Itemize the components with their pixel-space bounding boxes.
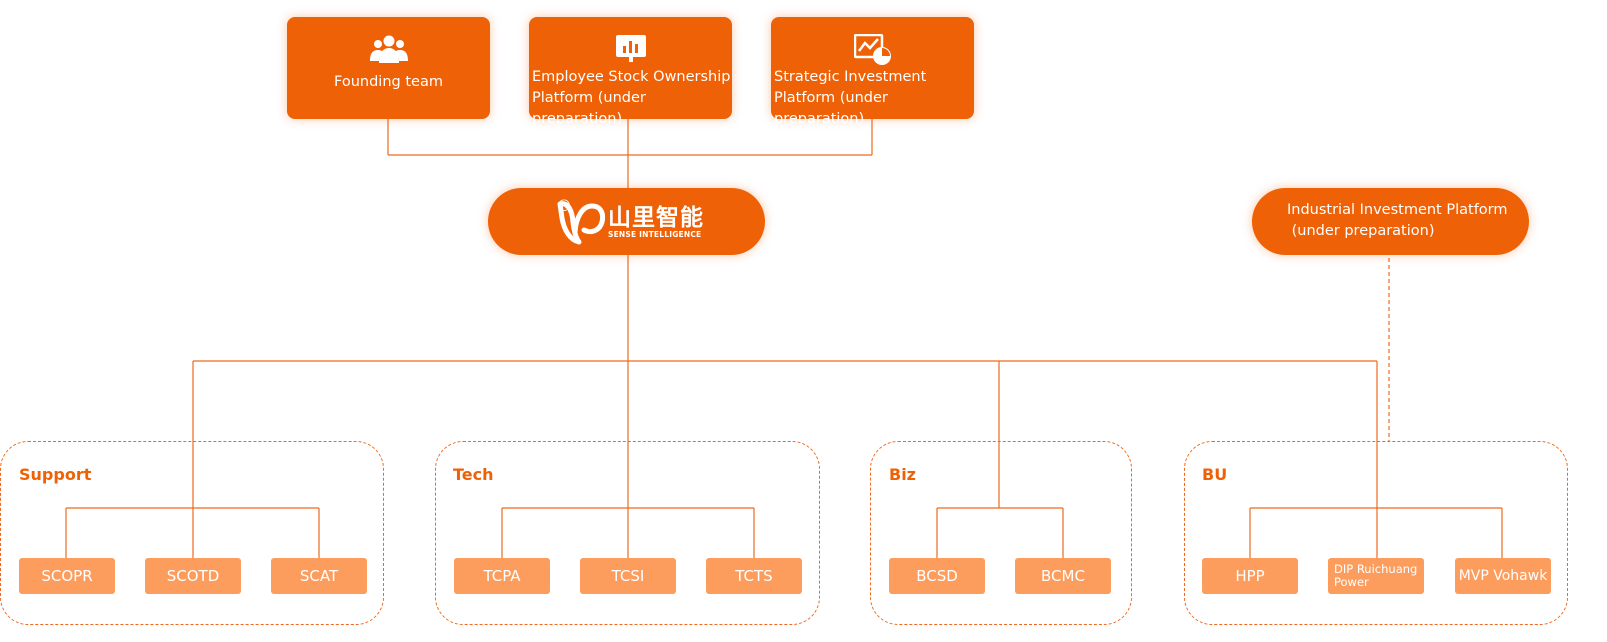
unit-tcpa: TCPA [454, 558, 550, 594]
tech-group [435, 441, 820, 625]
company-name-cn: 山里智能 [608, 204, 704, 231]
investment-chart-icon [853, 33, 892, 65]
employee-stock-platform-line2: Platform (under preparation) [532, 90, 646, 127]
industrial-investment-platform-line1: Industrial Investment Platform [1287, 202, 1508, 218]
industrial-investment-platform-pill: Industrial Investment Platform (under pr… [1252, 188, 1529, 255]
unit-mvp-vohawk: MVP Vohawk [1455, 558, 1551, 594]
unit-scat: SCAT [271, 558, 367, 594]
employee-stock-platform-box: Employee Stock Ownership Platform (under… [529, 17, 732, 127]
registered-mark: ® [556, 196, 572, 215]
unit-bcsd: BCSD [889, 558, 985, 594]
company-logo: 山里智能 SENSE INTELLIGENCE [556, 196, 704, 248]
biz-group-title: Biz [889, 465, 916, 484]
strategic-investment-platform-line2: Platform (under preparation) [774, 90, 888, 127]
company-logo-pill: 山里智能 SENSE INTELLIGENCE ® [488, 188, 765, 255]
unit-bcmc: BCMC [1015, 558, 1111, 594]
unit-scotd: SCOTD [145, 558, 241, 594]
strategic-investment-platform-box: Strategic Investment Platform (under pre… [771, 17, 974, 127]
unit-hpp: HPP [1202, 558, 1298, 594]
unit-tcts: TCTS [706, 558, 802, 594]
presentation-chart-icon [615, 34, 647, 64]
founding-team-label: Founding team [334, 74, 443, 90]
employee-stock-platform-label: Employee Stock Ownership Platform (under… [532, 67, 732, 130]
industrial-investment-platform-line2: (under preparation) [1287, 223, 1435, 239]
company-logo-icon [557, 201, 606, 245]
strategic-investment-platform-label: Strategic Investment Platform (under pre… [774, 67, 974, 130]
bu-group-title: BU [1202, 465, 1228, 484]
unit-dip-ruichuang-power: DIP Ruichuang Power [1328, 558, 1424, 594]
support-group [0, 441, 384, 625]
unit-tcsi: TCSI [580, 558, 676, 594]
bu-group [1184, 441, 1568, 625]
founding-team-box: Founding team [287, 17, 490, 119]
unit-scopr: SCOPR [19, 558, 115, 594]
company-name-en: SENSE INTELLIGENCE [608, 229, 702, 239]
employee-stock-platform-line1: Employee Stock Ownership [532, 69, 731, 85]
tech-group-title: Tech [453, 465, 494, 484]
industrial-investment-platform-label: Industrial Investment Platform (under pr… [1287, 200, 1508, 242]
support-group-title: Support [19, 465, 92, 484]
biz-group [870, 441, 1132, 625]
team-icon [369, 34, 408, 64]
strategic-investment-platform-line1: Strategic Investment [774, 69, 927, 85]
